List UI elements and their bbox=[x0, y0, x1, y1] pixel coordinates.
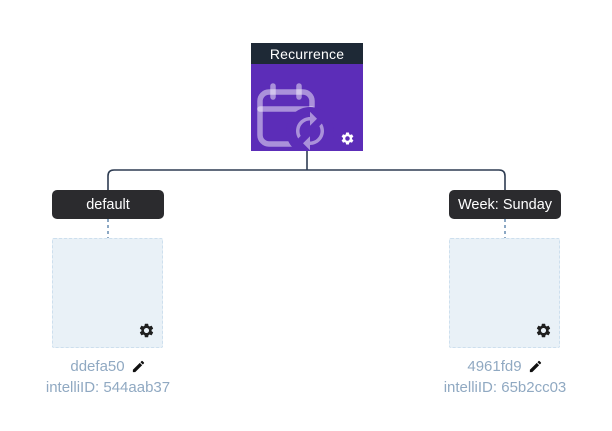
calendar-sync-icon bbox=[257, 83, 334, 151]
pencil-icon[interactable] bbox=[528, 359, 543, 374]
leaf-caption-left: ddefa50 intelliID: 544aab37 bbox=[8, 356, 208, 398]
intelli-id: intelliID: 544aab37 bbox=[45, 379, 171, 396]
leaf-node-left[interactable] bbox=[52, 238, 163, 348]
branch-label-default[interactable]: default bbox=[52, 190, 164, 219]
intelli-id: intelliID: 65b2cc03 bbox=[443, 379, 567, 396]
leaf-name[interactable]: 4961fd9 bbox=[467, 358, 522, 375]
node-body bbox=[251, 64, 363, 151]
gear-icon[interactable] bbox=[340, 131, 355, 146]
node-title: Recurrence bbox=[251, 43, 363, 64]
leaf-caption-right: 4961fd9 intelliID: 65b2cc03 bbox=[405, 356, 605, 398]
pencil-icon[interactable] bbox=[131, 359, 146, 374]
gear-icon[interactable] bbox=[138, 322, 155, 339]
gear-icon[interactable] bbox=[535, 322, 552, 339]
connector-branch bbox=[107, 169, 506, 191]
leaf-node-right[interactable] bbox=[449, 238, 560, 348]
leaf-name[interactable]: ddefa50 bbox=[70, 358, 125, 375]
branch-label-week-sunday[interactable]: Week: Sunday bbox=[449, 190, 561, 219]
recurrence-node[interactable]: Recurrence bbox=[251, 43, 363, 151]
